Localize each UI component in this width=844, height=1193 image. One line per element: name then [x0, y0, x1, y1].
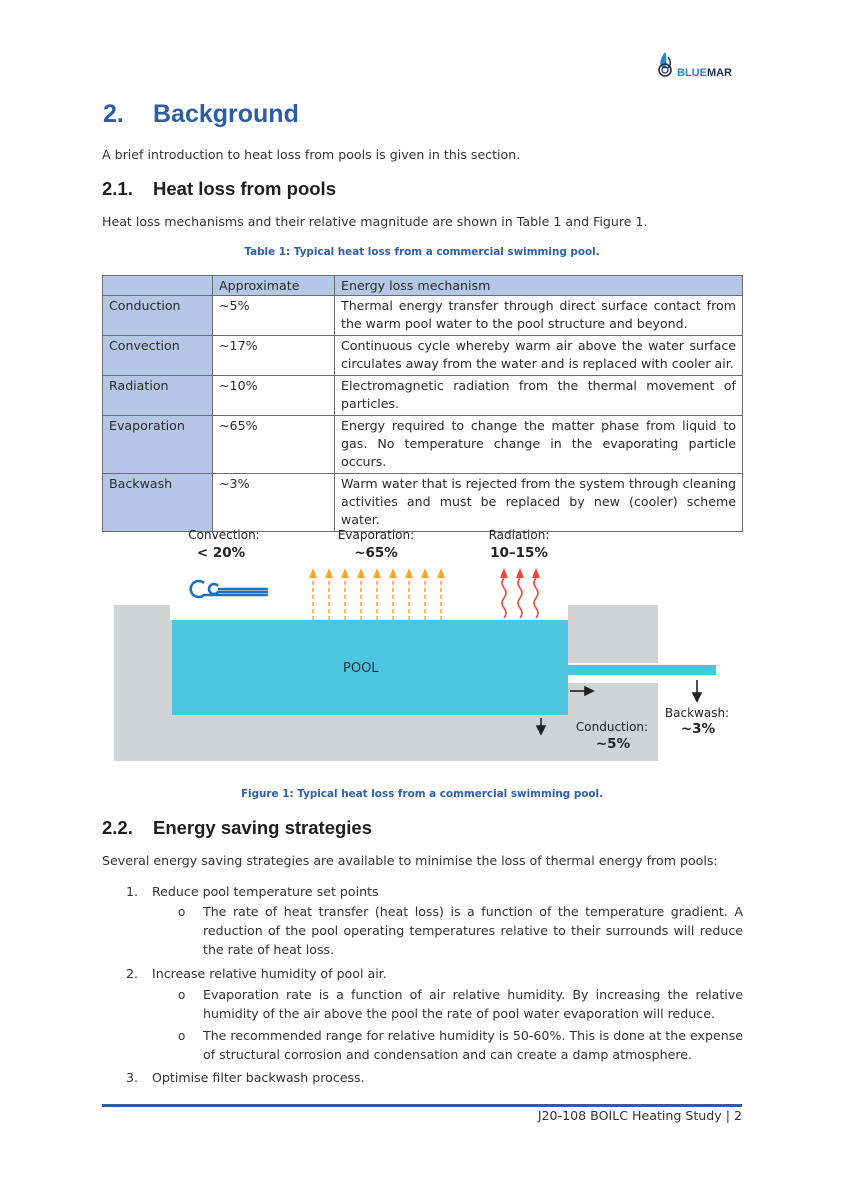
row-label: Convection [102, 335, 213, 376]
radiation-arrows [500, 568, 540, 619]
evaporation-arrow-icon [341, 568, 349, 578]
evaporation-arrow-icon [373, 568, 381, 578]
table-caption: Table 1: Typical heat loss from a commer… [244, 246, 600, 258]
backwash-pipe [568, 665, 716, 675]
evaporation-arrow-icon [405, 568, 413, 578]
row-approx: ~65% [212, 415, 335, 474]
figure-caption: Figure 1: Typical heat loss from a comme… [240, 788, 604, 800]
row-label: Evaporation [102, 415, 213, 474]
radiation-wave [533, 577, 539, 619]
pool-label: POOL [343, 661, 379, 676]
header-cell-approximate: Approximate [212, 275, 335, 296]
evaporation-label: Evaporation: [338, 528, 414, 542]
evaporation-arrow-icon [421, 568, 429, 578]
convection-swirl-icon [189, 579, 268, 599]
radiation-wave [517, 577, 523, 619]
list-item: 1.Reduce pool temperature set points [126, 884, 379, 899]
logo-wordmark: BLUEMAR [677, 67, 733, 79]
row-approx: ~10% [212, 375, 335, 416]
conduction-label: Conduction: [576, 720, 648, 734]
subsection-intro-2-1: Heat loss mechanisms and their relative … [102, 214, 648, 229]
table-header-row: Approximate Energy loss mechanism [102, 275, 743, 296]
row-label: Backwash [102, 473, 213, 532]
backwash-label: Backwash: [665, 706, 729, 720]
heat-loss-figure: POOL Convection: < 20% Evaporation: ~65%… [114, 528, 729, 761]
subsection-heading-2-2: 2.2.Energy saving strategies [102, 817, 373, 838]
evaporation-arrow-icon [325, 568, 333, 578]
evaporation-arrows [309, 568, 445, 620]
evaporation-arrow-icon [357, 568, 365, 578]
table-row: Conduction ~5% Thermal energy transfer t… [102, 295, 743, 336]
evaporation-arrow-icon [309, 568, 317, 578]
table-row: Radiation ~10% Electromagnetic radiation… [102, 375, 743, 416]
backwash-arrow-icon [691, 680, 703, 703]
convection-value: < 20% [197, 545, 246, 561]
radiation-wave [501, 577, 507, 619]
row-approx: ~17% [212, 335, 335, 376]
footer-rule [102, 1104, 742, 1107]
radiation-arrow-icon [532, 568, 540, 578]
radiation-label: Radiation: [489, 528, 550, 542]
table-row: Convection ~17% Continuous cycle whereby… [102, 335, 743, 376]
evaporation-value: ~65% [354, 545, 398, 561]
row-mechanism: Continuous cycle whereby warm air above … [334, 335, 743, 376]
radiation-value: 10–15% [490, 545, 548, 561]
table-row: Evaporation ~65% Energy required to chan… [102, 415, 743, 474]
header-cell-empty [102, 275, 213, 296]
table-row: Backwash ~3% Warm water that is rejected… [102, 473, 743, 532]
list-subitem: The rate of heat transfer (heat loss) is… [203, 904, 743, 957]
backwash-value: ~3% [681, 721, 716, 737]
list-bullet: o [178, 905, 186, 919]
subsection-intro-2-2: Several energy saving strategies are ava… [102, 853, 718, 868]
list-bullet: o [178, 1029, 186, 1043]
evaporation-arrow-icon [389, 568, 397, 578]
row-label: Conduction [102, 295, 213, 336]
evaporation-arrow-icon [437, 568, 445, 578]
footer-text: J20-108 BOILC Heating Study | 2 [537, 1108, 742, 1123]
header-cell-mechanism: Energy loss mechanism [334, 275, 743, 296]
conduction-value: ~5% [596, 736, 631, 752]
bluemar-logo [658, 52, 672, 77]
subsection-heading-2-1: 2.1.Heat loss from pools [102, 178, 336, 199]
row-mechanism: Warm water that is rejected from the sys… [334, 473, 743, 532]
section-intro: A brief introduction to heat loss from p… [102, 147, 521, 162]
row-mechanism: Electromagnetic radiation from the therm… [334, 375, 743, 416]
radiation-arrow-icon [516, 568, 524, 578]
pool-water [172, 620, 568, 715]
list-subitem: The recommended range for relative humid… [203, 1028, 743, 1062]
list-item: 2.Increase relative humidity of pool air… [126, 966, 387, 981]
list-subitem: Evaporation rate is a function of air re… [203, 987, 743, 1021]
list-bullet: o [178, 988, 186, 1002]
section-heading: 2.Background [103, 100, 299, 128]
convection-label: Convection: [188, 528, 259, 542]
row-mechanism: Energy required to change the matter pha… [334, 415, 743, 474]
row-mechanism: Thermal energy transfer through direct s… [334, 295, 743, 336]
row-label: Radiation [102, 375, 213, 416]
list-item: 3.Optimise filter backwash process. [126, 1070, 365, 1085]
conduction-arrow-icon [535, 685, 595, 736]
radiation-arrow-icon [500, 568, 508, 578]
heat-loss-table: Approximate Energy loss mechanism Conduc… [102, 275, 743, 532]
row-approx: ~5% [212, 295, 335, 336]
